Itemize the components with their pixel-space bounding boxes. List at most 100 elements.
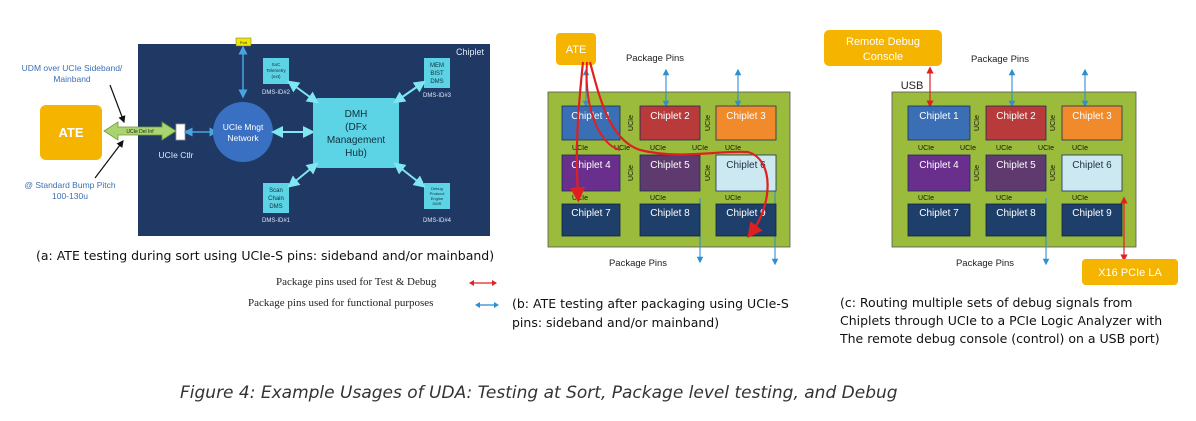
c-chiplet-3 bbox=[1061, 105, 1123, 141]
dmh-line3: Management bbox=[327, 135, 386, 146]
debug-engine-box bbox=[424, 183, 450, 209]
c-chiplet-8 bbox=[985, 203, 1047, 237]
dms-id3-label: DMS-ID#3 bbox=[423, 93, 452, 99]
c-ucie-h1: UCIe bbox=[918, 145, 934, 152]
legend-test-debug-text: Package pins used for Test & Debug bbox=[276, 276, 437, 288]
panel-c-diagram: Remote Debug Console USB Package Pins Ch… bbox=[824, 30, 1178, 285]
c-console-box bbox=[824, 30, 942, 66]
c-la-label: X16 PCIe LA bbox=[1098, 267, 1162, 279]
scan-line1: Scan bbox=[269, 188, 283, 194]
panel-c-caption-line2: Chiplets through UCIe to a PCIe Logic An… bbox=[840, 313, 1163, 328]
c-chiplet-5 bbox=[985, 154, 1047, 192]
c-ucie-h4: UCIe bbox=[1038, 145, 1054, 152]
c-chiplet-6-label: Chiplet 6 bbox=[1072, 160, 1112, 171]
panel-c-caption-line1: (c: Routing multiple sets of debug signa… bbox=[840, 295, 1133, 310]
figure-caption: Figure 4: Example Usages of UDA: Testing… bbox=[180, 383, 898, 403]
scan-chain-box bbox=[263, 183, 289, 213]
ucie-ctlr-label: UCIe Ctlr bbox=[159, 150, 194, 160]
b-ucie-v2: UCIe bbox=[705, 115, 712, 131]
b-ucie-v4: UCIe bbox=[705, 165, 712, 181]
soc-tel-line2: Telemetry bbox=[266, 68, 286, 73]
scan-line2: Chain bbox=[268, 196, 284, 202]
legend-test-debug: Package pins used for Test & Debug bbox=[276, 276, 436, 288]
debug-line1: Debug bbox=[431, 186, 443, 191]
c-chiplet-4 bbox=[907, 154, 971, 192]
debug-line3: Engine bbox=[431, 196, 444, 201]
ate-box bbox=[40, 105, 102, 160]
panel-b-caption: (b: ATE testing after packaging using UC… bbox=[512, 294, 789, 332]
panel-c-caption-line3: The remote debug console (control) on a … bbox=[840, 331, 1160, 346]
ucie-mngt-network bbox=[213, 102, 273, 162]
soc-tel-line1: SoC bbox=[272, 62, 282, 67]
debug-line4: DMS bbox=[433, 201, 442, 206]
b-chiplet-7-label: Chiplet 7 bbox=[571, 208, 611, 219]
b-pins-bottom: Package Pins bbox=[609, 258, 667, 269]
chiplet-a-label: Chiplet bbox=[456, 47, 485, 57]
mem-line1: MEM bbox=[430, 63, 444, 69]
bump-label-line1: @ Standard Bump Pitch bbox=[24, 180, 116, 190]
b-chiplet-4 bbox=[561, 154, 621, 192]
panel-b-caption-line2: pins: sideband and/or mainband) bbox=[512, 315, 720, 330]
mngt-label-line2: Network bbox=[227, 133, 259, 143]
b-pins-top: Package Pins bbox=[626, 53, 684, 64]
b-ucie-h1: UCIe bbox=[572, 145, 588, 152]
b-ucie-h3: UCIe bbox=[650, 145, 666, 152]
b-route-1 bbox=[569, 61, 586, 203]
b-chiplet-2-label: Chiplet 2 bbox=[650, 111, 690, 122]
debug-line2: Protocol bbox=[430, 191, 445, 196]
soc-tel-line3: (ext) bbox=[272, 74, 282, 79]
dms-id2-label: DMS-ID#2 bbox=[262, 90, 291, 96]
b-chiplet-8 bbox=[639, 203, 701, 237]
b-ucie-h2: UCIe bbox=[614, 145, 630, 152]
c-ucie-h8: UCIe bbox=[1072, 195, 1088, 202]
c-chiplet-3-label: Chiplet 3 bbox=[1072, 111, 1112, 122]
c-chiplet-7-label: Chiplet 7 bbox=[919, 208, 959, 219]
mem-bist-box bbox=[424, 58, 450, 88]
c-ucie-h6: UCIe bbox=[918, 195, 934, 202]
c-ucie-v1: UCIe bbox=[974, 115, 981, 131]
panel-a-caption: (a: ATE testing during sort using UCIe-S… bbox=[36, 248, 495, 263]
b-chiplet-7 bbox=[561, 203, 621, 237]
c-ucie-h3: UCIe bbox=[996, 145, 1012, 152]
b-chiplet-4-label: Chiplet 4 bbox=[571, 160, 611, 171]
ucie-link-label: UCIe Del Inf bbox=[126, 129, 154, 135]
legend-functional: Package pins used for functional purpose… bbox=[248, 297, 433, 309]
legend-red-arrow bbox=[469, 280, 497, 286]
b-chiplet-5-label: Chiplet 5 bbox=[650, 160, 690, 171]
c-la-box bbox=[1082, 259, 1178, 285]
panel-c-caption: (c: Routing multiple sets of debug signa… bbox=[840, 294, 1162, 348]
legend-blue-arrow bbox=[475, 302, 499, 308]
b-chiplet-3-label: Chiplet 3 bbox=[726, 111, 766, 122]
panel-b-caption-line1: (b: ATE testing after packaging using UC… bbox=[512, 296, 789, 311]
dmh-line4: Hub) bbox=[345, 148, 367, 159]
legend-functional-text: Package pins used for functional purpose… bbox=[248, 297, 434, 309]
b-chiplet-3 bbox=[715, 105, 777, 141]
dmh-to-debug bbox=[393, 162, 426, 188]
b-chiplet-5 bbox=[639, 154, 701, 192]
b-chiplet-8-label: Chiplet 8 bbox=[650, 208, 690, 219]
c-chiplet-2 bbox=[985, 105, 1047, 141]
b-chiplet-9 bbox=[715, 203, 777, 237]
ucie-ctlr-box bbox=[175, 123, 186, 141]
mem-line2: BIST bbox=[430, 71, 444, 77]
c-chiplet-5-label: Chiplet 5 bbox=[996, 160, 1036, 171]
c-chiplet-6 bbox=[1061, 154, 1123, 192]
top-port-label: Port bbox=[240, 40, 248, 45]
dmh-line1: DMH bbox=[345, 109, 368, 120]
b-ucie-h4: UCIe bbox=[692, 145, 708, 152]
b-chiplet-9-label: Chiplet 9 bbox=[726, 208, 766, 219]
bump-pointer bbox=[94, 140, 124, 179]
bump-label-line2: 100-130u bbox=[52, 191, 88, 201]
panel-b-diagram: Package Pins Chiplet 1 Chiplet 2 Chiplet… bbox=[547, 33, 791, 269]
b-chiplet-1-label: Chiplet 1 bbox=[571, 111, 611, 122]
b-route-2 bbox=[588, 61, 769, 239]
c-ucie-h5: UCIe bbox=[1072, 145, 1088, 152]
b-ate-label: ATE bbox=[566, 44, 587, 56]
c-pins-bottom: Package Pins bbox=[956, 258, 1014, 269]
scan-line3: DMS bbox=[269, 204, 282, 210]
dmh-box bbox=[313, 98, 399, 168]
soc-telemetry-box bbox=[263, 58, 289, 84]
dmh-to-soc bbox=[287, 80, 319, 104]
b-chiplet-6-label: Chiplet 6 bbox=[726, 160, 766, 171]
b-ucie-h5: UCIe bbox=[725, 145, 741, 152]
